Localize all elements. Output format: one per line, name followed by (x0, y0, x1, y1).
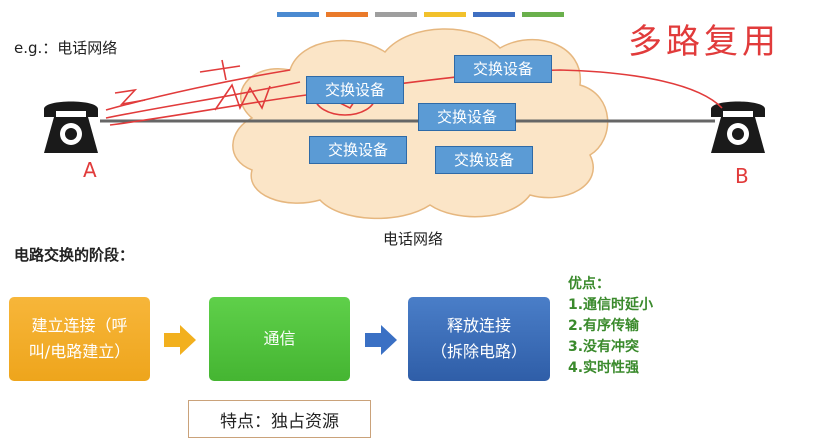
stage-communication: 通信 (209, 297, 350, 381)
accent-bar (375, 12, 417, 17)
stage-release-connection: 释放连接 （拆除电路） (408, 297, 550, 381)
stage-label-line: 通信 (263, 329, 296, 349)
accent-bar (277, 12, 319, 17)
advantage-item: 1.通信时延小 (568, 297, 654, 313)
switch-device: 交换设备 (306, 76, 404, 104)
stages-title: 电路交换的阶段： (14, 246, 135, 264)
right-arrow-icon (365, 325, 397, 355)
handwritten-multiplexing-note: 多路复用 (628, 22, 780, 62)
telephone-icon (44, 101, 98, 153)
right-arrow-icon (164, 325, 196, 355)
advantages-list: 优点： 1.通信时延小 2.有序传输 3.没有冲突 4.实时性强 (568, 274, 653, 379)
accent-bar (473, 12, 515, 17)
accent-bar (522, 12, 564, 17)
handwritten-label-b: B (735, 164, 749, 188)
advantage-item: 4.实时性强 (568, 360, 640, 376)
stage-label-line: 释放连接 (446, 316, 511, 336)
feature-box: 特点：独占资源 (188, 400, 371, 438)
accent-bar (326, 12, 368, 17)
advantages-title: 优点： (568, 276, 610, 292)
accent-bar (424, 12, 466, 17)
example-label: e.g.：电话网络 (14, 39, 118, 57)
stage-establish-connection: 建立连接（呼 叫/电路建立） (9, 297, 150, 381)
handwritten-label-a: A (83, 158, 97, 182)
advantage-item: 2.有序传输 (568, 318, 640, 334)
stage-label-line: （拆除电路） (430, 342, 527, 361)
switch-device: 交换设备 (454, 55, 552, 83)
advantage-item: 3.没有冲突 (568, 339, 640, 355)
switch-device: 交换设备 (435, 146, 533, 174)
switch-device: 交换设备 (309, 136, 407, 164)
telephone-icon (711, 101, 765, 153)
network-label: 电话网络 (383, 230, 444, 248)
stage-label-line: 建立连接（呼 (31, 316, 128, 336)
stage-label-line: 叫/电路建立） (28, 342, 131, 361)
switch-device: 交换设备 (418, 103, 516, 131)
accent-strip (277, 12, 564, 17)
